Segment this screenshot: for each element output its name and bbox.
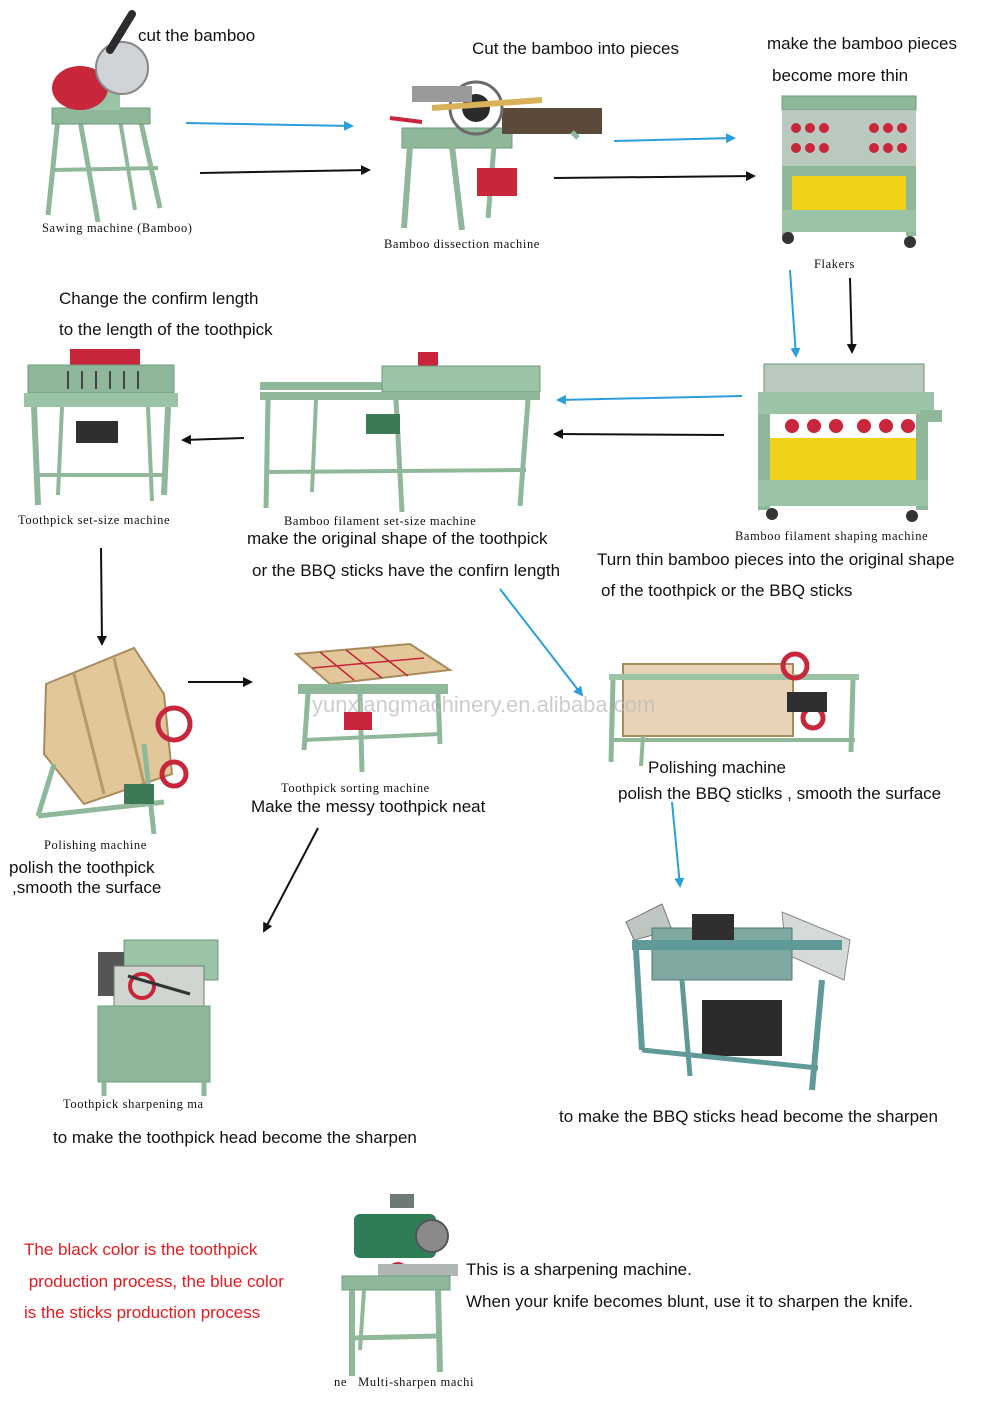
arrow-bbq-polishing-to-sharpening [671,801,685,888]
sawing-machine-image [45,10,163,223]
sorting-machine-image [293,642,453,773]
bbq-polishing-caption: Polishing machine [648,758,786,777]
dissection-description: Cut the bamboo into pieces [472,39,679,58]
filament-set-size-description-line2: or the BBQ sticks have the confirn lengt… [252,561,561,580]
shaping-machine-image [758,363,942,522]
arrow-toothpick-setsize-to-polishing [96,547,107,646]
arrow-shaping-to-setsize-blue [556,394,743,405]
toothpick-polishing-description-line2: ,smooth the surface [12,878,162,897]
bbq-polishing-machine-image [608,651,859,767]
legend-note-line3: is the sticks production process [24,1303,261,1322]
toothpick-set-size-caption: Toothpick set-size machine [18,513,171,527]
filament-set-size-caption: Bamboo filament set-size machine [284,514,477,528]
arrow-filament-to-bbq-polishing [499,588,584,697]
dissection-machine-image [389,80,602,231]
arrow-flakers-to-shaping-blue [789,269,801,358]
shaping-caption: Bamboo filament shaping machine [735,529,929,543]
legend-note-line1: The black color is the toothpick [24,1240,258,1259]
toothpick-sharpening-caption: Toothpick sharpening ma [63,1097,204,1111]
arrow-shaping-to-setsize-black [553,429,725,440]
toothpick-sharpening-description: to make the toothpick head become the sh… [53,1128,417,1147]
multi-sharpen-description-line1: This is a sharpening machine. [466,1260,692,1279]
filament-set-size-description-line1: make the original shape of the toothpick [247,529,548,548]
multi-sharpen-description-line2: When your knife becomes blunt, use it to… [466,1292,913,1311]
bbq-sharpening-machine-image [625,903,851,1091]
multi-sharpen-caption: ne Multi-sharpen machi [334,1375,475,1389]
arrow-flakers-to-shaping-black [846,277,857,354]
watermark: yunxiangmachinery.en.alibaba.com [312,692,656,717]
arrow-saw-to-dissection-black [199,165,371,176]
dissection-caption: Bamboo dissection machine [384,237,540,251]
legend-note-line2: production process, the blue color [24,1272,284,1291]
multi-sharpen-machine-image [341,1194,458,1376]
flakers-machine-image [781,95,917,248]
sawing-description: cut the bamboo [138,26,256,45]
toothpick-polishing-machine-image [35,646,193,835]
bbq-polishing-description: polish the BBQ sticlks , smooth the surf… [618,784,942,803]
arrow-dissection-to-flakers-blue [613,133,736,144]
filament-set-size-machine-image [260,352,541,513]
toothpick-set-size-machine-image [24,349,178,506]
shaping-description-line2: of the toothpick or the BBQ sticks [601,581,853,600]
shaping-description-line1: Turn thin bamboo pieces into the origina… [597,550,955,569]
toothpick-set-size-description-line1: Change the confirm length [59,289,259,308]
bbq-sharpening-description: to make the BBQ sticks head become the s… [559,1107,938,1126]
sorting-description: Make the messy toothpick neat [251,797,486,816]
sawing-caption: Sawing machine (Bamboo) [42,221,193,235]
arrow-saw-to-dissection-blue [185,120,354,131]
toothpick-polishing-caption: Polishing machine [44,838,147,852]
arrow-dissection-to-flakers-black [553,171,756,182]
flakers-caption: Flakers [814,257,855,271]
sorting-caption: Toothpick sorting machine [281,781,430,795]
flakers-description-line1: make the bamboo pieces [767,34,957,53]
arrow-setsize-to-toothpick-setsize [181,434,245,445]
toothpick-polishing-description-line1: polish the toothpick [9,858,155,877]
toothpick-set-size-description-line2: to the length of the toothpick [59,320,273,339]
flakers-description-line2: become more thin [772,66,909,85]
arrow-sorting-to-sharpening [263,827,319,933]
toothpick-sharpening-machine-image [97,939,219,1096]
